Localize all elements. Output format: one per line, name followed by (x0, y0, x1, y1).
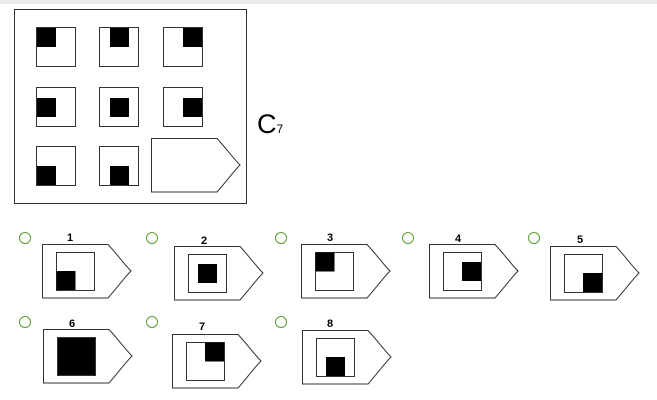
option-2-radio[interactable] (146, 232, 158, 244)
black-square (37, 98, 56, 117)
matrix-cell-7 (36, 146, 76, 186)
option-4-shape[interactable] (429, 244, 521, 300)
black-square (110, 28, 129, 47)
black-square (183, 28, 202, 47)
option-1-shape[interactable] (42, 244, 134, 300)
option-1-radio[interactable] (19, 232, 31, 244)
option-7-shape[interactable] (172, 334, 264, 390)
top-bar (0, 0, 657, 4)
option-3-radio[interactable] (275, 232, 287, 244)
option-1-number: 1 (66, 232, 74, 244)
option-4-radio[interactable] (402, 232, 414, 244)
matrix-cell-4 (36, 87, 76, 127)
answer-placeholder (151, 138, 241, 193)
option-2-number: 2 (200, 235, 208, 247)
matrix-cell-3 (163, 27, 203, 67)
option-7-number: 7 (198, 321, 206, 333)
matrix-cell-8 (99, 146, 139, 186)
option-6-number: 6 (68, 318, 76, 330)
option-3-number: 3 (326, 232, 334, 244)
option-8-shape[interactable] (302, 330, 394, 386)
option-3-shape[interactable] (301, 244, 393, 300)
option-5-number: 5 (576, 234, 584, 246)
black-square (110, 98, 129, 117)
option-6-radio[interactable] (19, 316, 31, 328)
option-6-shape[interactable] (43, 329, 135, 385)
option-8-radio[interactable] (275, 316, 287, 328)
question-letter: C (257, 109, 277, 139)
option-8-number: 8 (326, 318, 334, 330)
black-square (110, 166, 129, 185)
option-4-number: 4 (454, 233, 462, 245)
option-2-shape[interactable] (174, 246, 266, 302)
matrix-cell-5 (99, 87, 139, 127)
black-square (183, 98, 202, 117)
matrix-cell-2 (99, 27, 139, 67)
question-number: 7 (276, 122, 284, 136)
puzzle-matrix (14, 9, 247, 204)
option-5-radio[interactable] (528, 232, 540, 244)
question-label: C7 (257, 111, 283, 138)
option-5-shape[interactable] (550, 246, 642, 302)
black-square (37, 28, 56, 47)
matrix-cell-6 (163, 87, 203, 127)
matrix-cell-1 (36, 27, 76, 67)
option-7-radio[interactable] (146, 316, 158, 328)
black-square (37, 166, 56, 185)
